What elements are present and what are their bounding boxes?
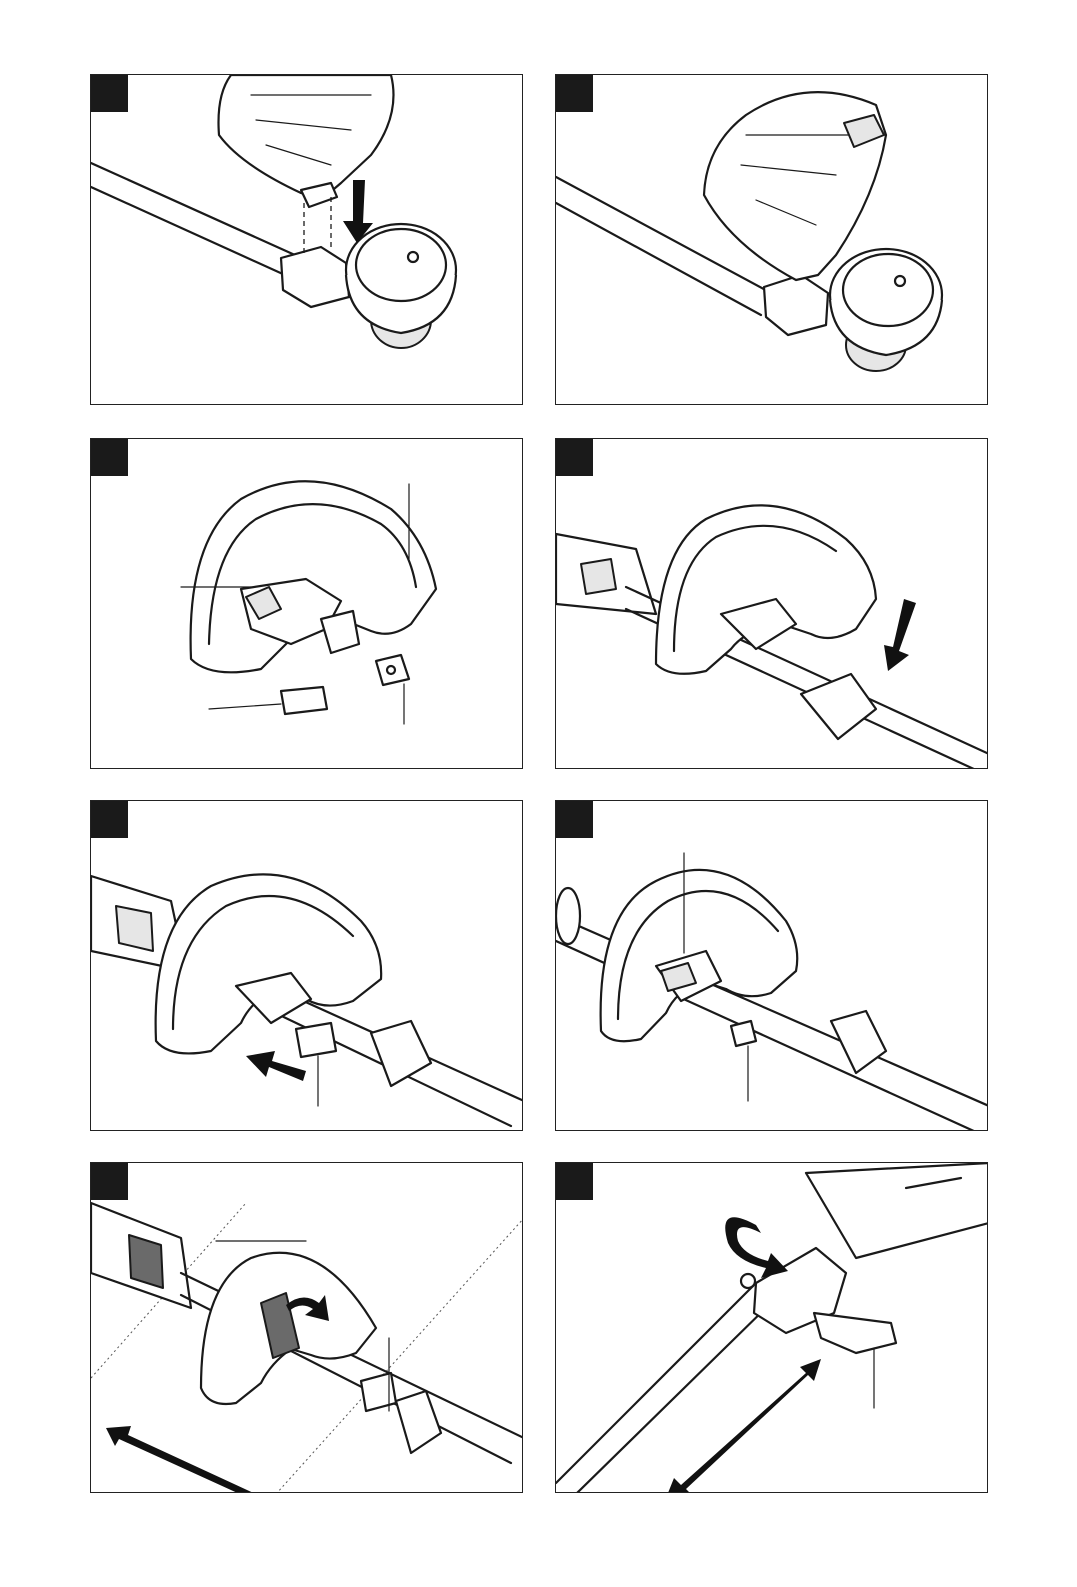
- figure-panel-4: [555, 438, 988, 769]
- figure-panel-7: [90, 1162, 523, 1493]
- figure-panel-3: [90, 438, 523, 769]
- handle-slide-clamp-illustration: [91, 801, 523, 1131]
- handle-onto-shaft-illustration: [556, 439, 988, 769]
- figure-panel-8: [555, 1162, 988, 1493]
- figure-panel-2: [555, 74, 988, 405]
- handle-position-adjust-illustration: [91, 1163, 523, 1493]
- figure-panel-1: [90, 74, 523, 405]
- auxiliary-handle-parts-illustration: [91, 439, 523, 769]
- trimmer-guard-attach-illustration: [91, 75, 523, 405]
- figure-panel-6: [555, 800, 988, 1131]
- figure-panel-5: [90, 800, 523, 1131]
- trimmer-guard-mounted-illustration: [556, 75, 988, 405]
- shaft-rotate-lock-illustration: [556, 1163, 988, 1493]
- handle-fastened-illustration: [556, 801, 988, 1131]
